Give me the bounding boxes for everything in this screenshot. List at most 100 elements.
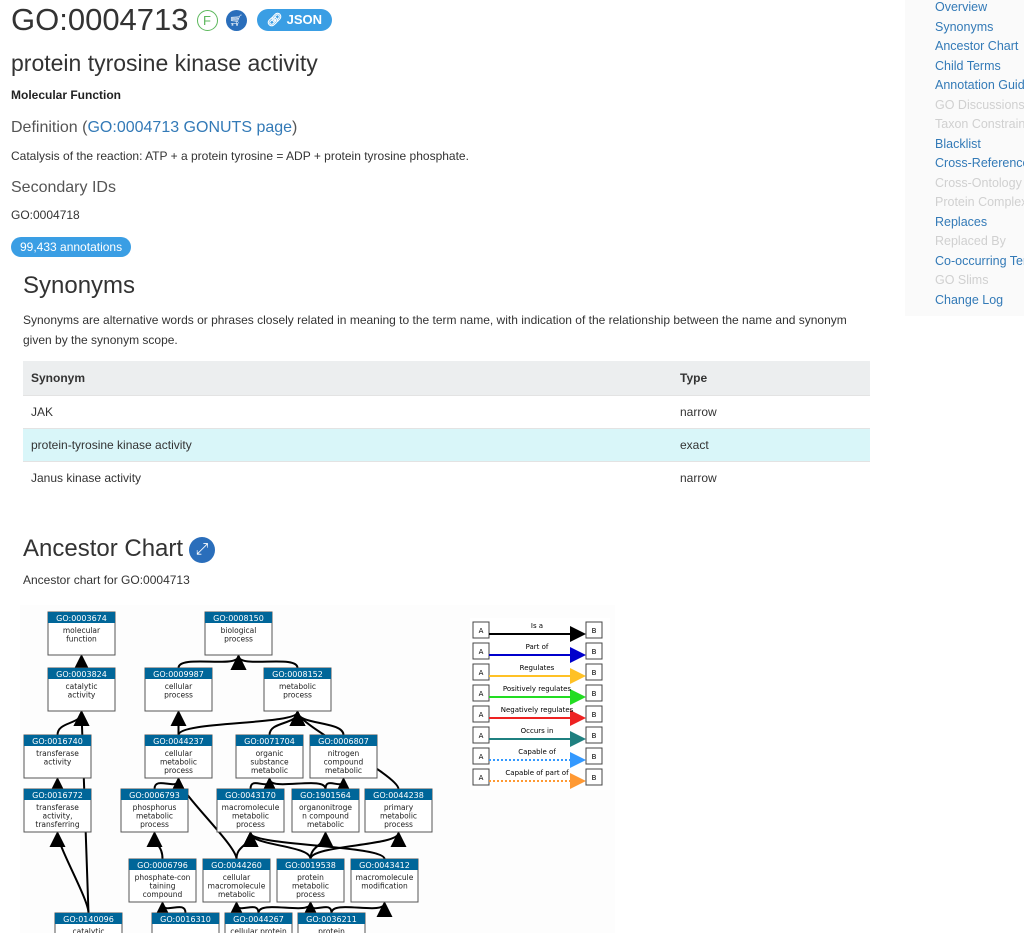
node-label: process <box>384 820 413 829</box>
svg-text:A: A <box>479 774 484 782</box>
edge-is-a <box>154 901 187 918</box>
type-cell: narrow <box>672 394 870 428</box>
legend-label: Part of <box>526 643 549 651</box>
svg-text:A: A <box>479 669 484 677</box>
node-label: macromolecule <box>356 873 414 882</box>
svg-text:B: B <box>592 774 597 782</box>
type-cell: exact <box>672 427 870 461</box>
node-id: GO:0016740 <box>32 737 83 746</box>
sidebar-item-change-log[interactable]: Change Log <box>935 292 1004 307</box>
definition-text: Catalysis of the reaction: ATP + a prote… <box>11 149 469 163</box>
node-label: metabolic <box>307 820 344 829</box>
link-icon: 🔗︎ <box>266 12 287 27</box>
graph-node[interactable]: GO:0016310 <box>151 912 220 933</box>
edge-is-a <box>146 831 164 860</box>
node-label: cellular <box>165 749 193 758</box>
aspect-badge: F <box>196 9 218 31</box>
sidebar-item-child-terms[interactable]: Child Terms <box>935 58 1001 73</box>
node-id: GO:0019538 <box>285 861 336 870</box>
sidebar-item-blacklist[interactable]: Blacklist <box>935 136 981 151</box>
svg-text:B: B <box>592 753 597 761</box>
svg-text:B: B <box>592 627 597 635</box>
edge-is-a <box>242 831 386 860</box>
node-label: process <box>283 691 312 700</box>
json-button[interactable]: 🔗︎ JSON <box>256 9 333 31</box>
node-id: GO:0016772 <box>32 791 83 800</box>
annotations-button[interactable]: 99,433 annotations <box>11 237 132 257</box>
sidebar-item-cross-references[interactable]: Cross-References <box>935 156 1024 170</box>
aspect-label: Molecular Function <box>11 88 122 102</box>
node-id: GO:0071704 <box>244 737 295 746</box>
graph-node[interactable]: GO:0016772transferaseactivity,transferri… <box>23 788 92 833</box>
node-id: GO:0006796 <box>137 861 188 870</box>
node-label: transferring <box>35 820 79 829</box>
node-label: organonitroge <box>299 803 352 812</box>
node-label: metabolic <box>218 890 255 899</box>
sidebar-item-overview[interactable]: Overview <box>935 0 988 14</box>
sidebar-item-replaces[interactable]: Replaces <box>935 214 988 229</box>
definition-prefix: Definition ( <box>11 119 88 136</box>
node-label: cellular <box>223 873 251 882</box>
svg-text:B: B <box>592 711 597 719</box>
node-label: phosphorus <box>133 803 177 812</box>
gonuts-link[interactable]: GO:0004713 GONUTS page <box>87 119 293 136</box>
node-id: GO:0003824 <box>56 670 107 679</box>
term-id-title: GO:0004713 F 🛒︎ 🔗︎ JSON <box>11 2 333 38</box>
node-label: taining <box>150 882 176 891</box>
ancestor-chart-heading: Ancestor Chart⤢ <box>23 535 216 563</box>
edge-is-a <box>261 777 327 794</box>
node-id: GO:0044238 <box>373 791 424 800</box>
node-label: metabolic <box>232 812 269 821</box>
sidebar-item-ancestor-chart[interactable]: Ancestor Chart <box>935 39 1019 53</box>
sidebar-item-co-occurring-terms[interactable]: Co-occurring Terms <box>935 253 1024 268</box>
synonyms-heading: Synonyms <box>23 272 136 299</box>
synonyms-description: Synonyms are alternative words or phrase… <box>23 313 847 347</box>
sidebar-item-annotation-guidelines[interactable]: Annotation Guidelines <box>935 78 1024 92</box>
node-label: metabolic <box>380 812 417 821</box>
expand-icon[interactable]: ⤢ <box>189 536 216 563</box>
node-id: GO:0008150 <box>213 614 264 623</box>
node-label: molecular <box>63 626 101 635</box>
basket-icon[interactable]: 🛒︎ <box>225 9 247 31</box>
svg-text:B: B <box>592 690 597 698</box>
node-label: process <box>164 766 193 775</box>
edge-is-a <box>170 777 238 860</box>
edge-is-a <box>49 831 90 914</box>
type-cell: narrow <box>672 460 870 494</box>
node-label: biological <box>221 626 257 635</box>
sidebar-item-synonyms[interactable]: Synonyms <box>935 19 994 34</box>
definition-suffix: ) <box>292 119 298 136</box>
svg-text:A: A <box>479 753 484 761</box>
legend-label: Positively regulates <box>503 685 571 693</box>
node-label: primary <box>384 803 414 812</box>
svg-text:A: A <box>479 627 484 635</box>
svg-text:A: A <box>479 690 484 698</box>
node-label: process <box>236 820 265 829</box>
svg-text:B: B <box>592 669 597 677</box>
